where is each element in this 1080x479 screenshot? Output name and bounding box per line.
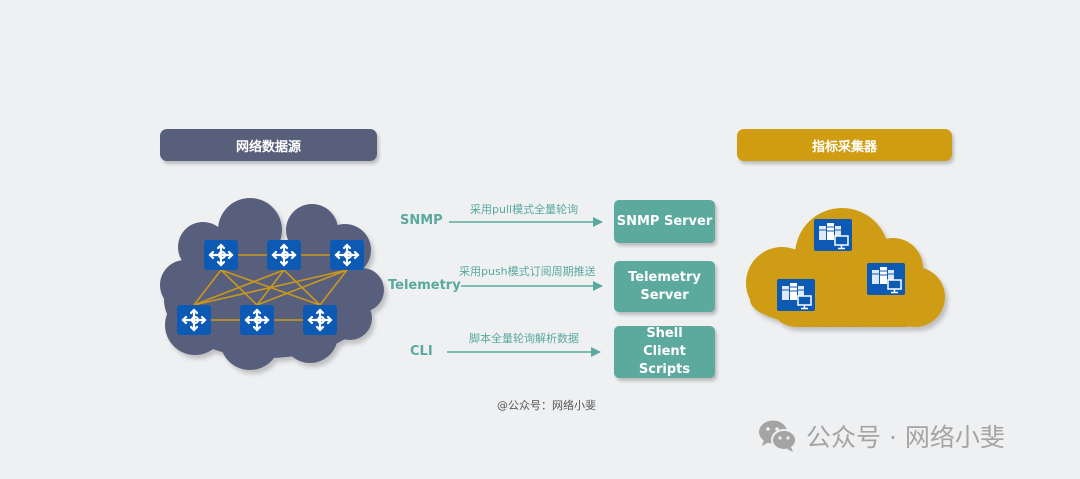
router-icon <box>175 303 213 337</box>
server-workstation-icon <box>776 278 816 312</box>
protocol-label-telemetry: Telemetry <box>388 278 461 293</box>
watermark-text: 公众号 · 网络小斐 <box>806 423 1005 452</box>
router-icon <box>328 238 366 272</box>
server-workstation-icon <box>813 218 853 252</box>
watermark: 公众号 · 网络小斐 <box>758 418 1005 454</box>
shell-client-scripts-box: Shell Client Scripts <box>614 326 715 378</box>
server-workstation-icon <box>866 262 906 296</box>
collector-header: 指标采集器 <box>737 129 952 161</box>
router-icon <box>202 238 240 272</box>
flow-description-telemetry: 采用push模式订阅周期推送 <box>459 265 596 278</box>
router-icon <box>265 238 303 272</box>
author-credit: @公众号：网络小斐 <box>497 399 596 412</box>
wechat-icon <box>759 420 797 452</box>
flow-description-snmp: 采用pull模式全量轮询 <box>470 203 579 216</box>
source-cloud <box>160 198 384 370</box>
source-header: 网络数据源 <box>160 129 377 161</box>
protocol-label-snmp: SNMP <box>400 213 443 228</box>
protocol-label-cli: CLI <box>410 344 433 359</box>
flow-description-cli: 脚本全量轮询解析数据 <box>469 332 579 345</box>
device-links <box>193 254 348 321</box>
router-icon <box>238 303 276 337</box>
telemetry-server-box: Telemetry Server <box>614 261 715 312</box>
snmp-server-box: SNMP Server <box>614 200 715 243</box>
router-icon <box>301 303 339 337</box>
